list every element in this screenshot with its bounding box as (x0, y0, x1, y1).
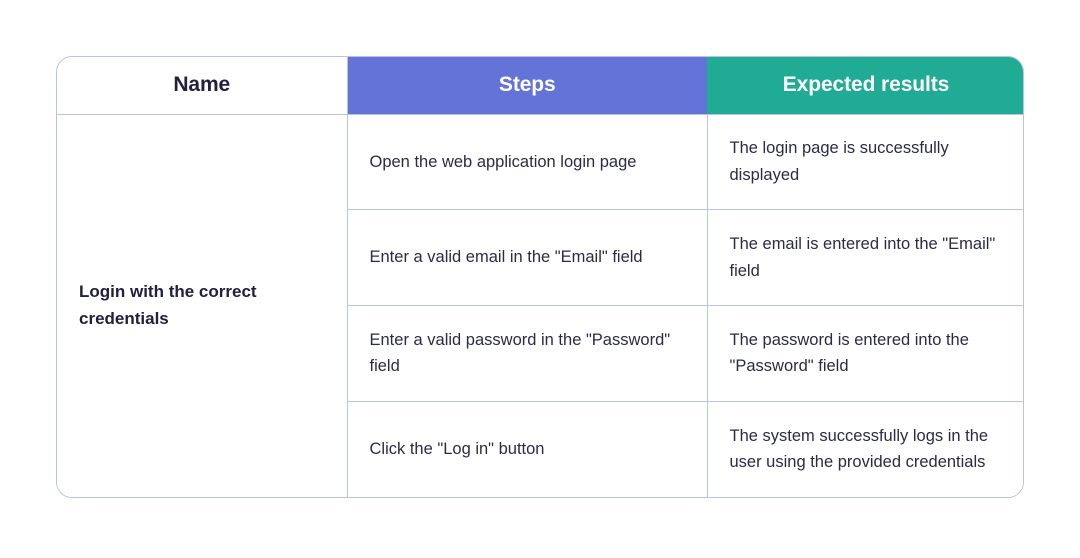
column-header-expected-results: Expected results (707, 57, 1023, 115)
cell-expected-3: The password is entered into the "Passwo… (707, 305, 1023, 402)
table-header-row: Name Steps Expected results (57, 57, 1023, 115)
column-header-name: Name (57, 57, 348, 115)
cell-expected-2: The email is entered into the "Email" fi… (707, 209, 1023, 306)
table-row: Enter a valid password in the "Password"… (57, 305, 1023, 402)
cell-step-1: Open the web application login page (347, 114, 708, 211)
cell-expected-4: The system successfully logs in the user… (707, 401, 1023, 497)
column-header-steps: Steps (347, 57, 707, 115)
cell-step-2: Enter a valid email in the "Email" field (347, 209, 708, 306)
cell-testcase-name: Login with the correct credentials (57, 114, 348, 497)
table-row: Click the "Log in" button The system suc… (57, 401, 1023, 497)
testcase-table: Name Steps Expected results Login with t… (57, 57, 1023, 497)
cell-expected-1: The login page is successfully displayed (707, 114, 1023, 211)
testcase-table-container: Name Steps Expected results Login with t… (56, 56, 1024, 498)
table-body: Login with the correct credentials Open … (57, 114, 1023, 497)
cell-step-3: Enter a valid password in the "Password"… (347, 305, 708, 402)
cell-step-4: Click the "Log in" button (347, 401, 708, 497)
table-header: Name Steps Expected results (57, 57, 1023, 115)
table-row: Login with the correct credentials Open … (57, 114, 1023, 497)
table-row: Enter a valid email in the "Email" field… (57, 209, 1023, 306)
